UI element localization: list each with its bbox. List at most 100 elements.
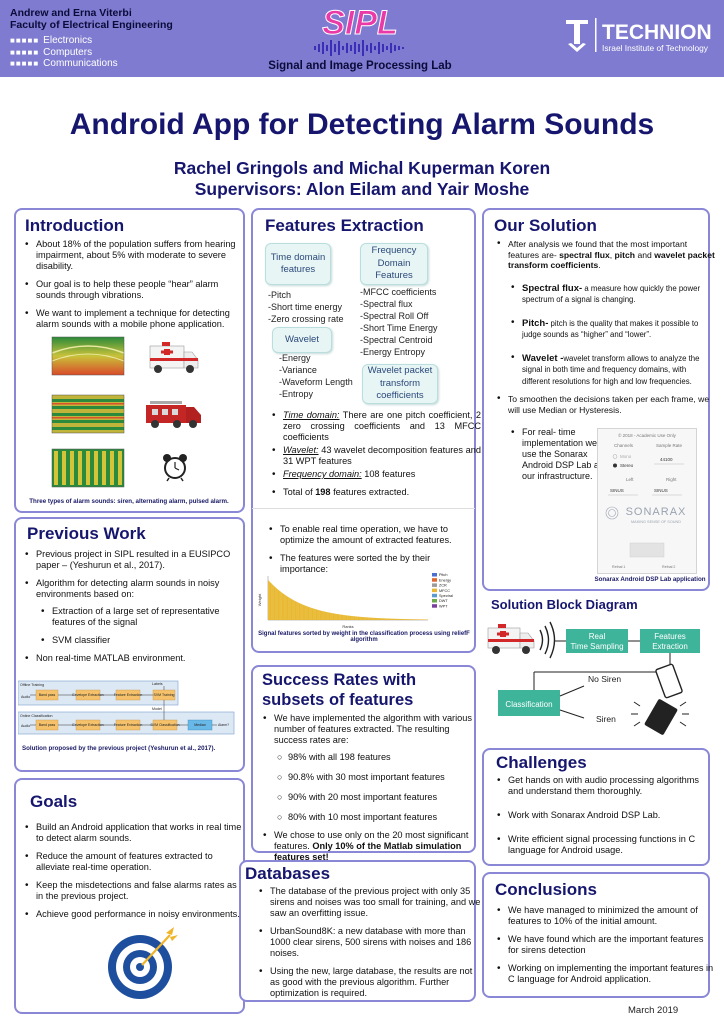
wavelet-list: -Energy -Variance -Waveform Length -Entr… [279,353,353,399]
weight-bar [346,615,348,620]
goals-heading: Goals [30,792,78,811]
weight-bar [420,619,422,620]
weight-bar [282,593,284,620]
weight-bar [287,596,289,620]
weight-bar [389,618,391,620]
list-item: Work with Sonarax Android DSP Lab. [497,810,716,821]
list-item: SVM classifier [41,635,248,646]
weight-bar [373,617,375,620]
weight-bar [321,610,323,620]
ambulance-icon [487,624,535,654]
legend-item: DWT [439,599,448,603]
weight-bar [352,616,354,620]
app-rate-value: 44100 [660,457,673,462]
conclusions-heading: Conclusions [495,880,598,899]
legend-swatch [432,599,437,603]
list-item: Write efficient signal processing functi… [497,834,716,856]
features-heading: Features Extraction [265,216,424,235]
app-sinus-right: SINUS [654,488,668,493]
weight-bar [332,613,334,620]
weight-bar [369,617,370,620]
radio-mono-icon [612,454,618,459]
weight-bar [314,608,315,620]
weight-bar [289,598,291,620]
weight-bar [371,617,373,620]
weight-bar [335,613,337,620]
app-ui: © 2018 - Academic Use Only Channels Samp… [605,432,687,569]
databases-bullets: The database of the previous project wit… [256,886,484,1006]
weight-bar [375,617,377,620]
feature-block: Feature Extraction [114,693,143,697]
sipl-logo: SIPL [314,4,404,56]
weight-bar [335,613,336,620]
dept-computers: Computers [43,46,93,58]
weight-bar [386,618,388,620]
weight-bar [411,619,412,620]
weight-bar [394,618,396,620]
radio-stereo-icon [613,463,617,468]
fire-truck-icon [146,401,201,428]
svg-text:TECHNION: TECHNION [602,21,712,44]
weight-bar [297,602,299,620]
weight-bar [294,600,296,620]
feature-weight-chart: RanksWeightPitchEnergyZCRMFCCSpectralDWT… [257,573,453,629]
weight-bar [423,619,425,620]
svg-text:SIPL: SIPL [322,4,398,42]
supervisors: Supervisors: Alon Eilam and Yair Moshe [194,179,530,199]
weight-bar [345,615,347,620]
weight-bar [383,618,385,620]
weight-bar [274,586,276,620]
alarm-output: Alarm? [218,723,229,727]
spectrogram-pulsed [51,448,125,488]
weight-bar [309,607,311,620]
weight-bar [348,615,350,620]
legend-swatch [432,573,437,577]
weight-bar [373,617,374,620]
features-bullets: Time domain: There are one pitch coeffic… [269,410,481,505]
legend-item: WPT [439,604,448,608]
weight-bar [374,617,376,620]
weight-bar [279,590,281,620]
weight-bar [419,619,421,620]
list-item: We have managed to minimized the amount … [497,905,716,927]
list-item: Using the new, large database, the resul… [259,966,484,999]
weight-bar [301,604,303,620]
weight-bar [400,618,402,620]
technion-emblem-icon [566,20,588,52]
university-line1: Andrew and Erna Viterbi [10,7,132,19]
weight-bar [343,615,345,620]
introduction-bullets: About 18% of the population suffers from… [22,239,246,337]
phone-idle-icon [655,663,683,699]
list-item: Get hands on with audio processing algor… [497,775,716,797]
weight-bar [350,615,352,620]
weight-bar [296,601,298,620]
weight-bar [390,618,391,620]
weight-bar [394,618,395,620]
weight-bar [385,618,387,620]
weight-bar [364,617,366,620]
weight-bar [354,616,356,620]
weight-bar [289,597,290,620]
list-item: Previous project in SIPL resulted in a E… [25,549,248,571]
university-line2: Faculty of Electrical Engineering [10,19,173,31]
weight-bar [272,585,274,620]
realtime-word1: Real [589,632,606,641]
weight-bar [325,611,327,620]
phone-vibrating-icon [631,699,689,735]
weight-bar [336,614,338,620]
weight-bar [339,614,341,620]
dept-electronics: Electronics [43,35,93,46]
weight-bar [425,619,427,620]
weight-bar [272,584,273,620]
weight-bar [357,616,359,620]
solution-bullets: After analysis we found that the most im… [494,239,716,422]
spectrogram-alternating [51,394,125,434]
list-item: Wavelet: 43 wavelet decomposition featur… [272,445,481,467]
list-item: Frequency domain: 108 features [272,469,481,480]
weight-bar [337,614,339,620]
weight-bar [341,614,343,620]
audio-label: Audio [21,695,30,699]
app-brand: SONARAX [626,506,687,518]
weight-bar [385,618,387,620]
